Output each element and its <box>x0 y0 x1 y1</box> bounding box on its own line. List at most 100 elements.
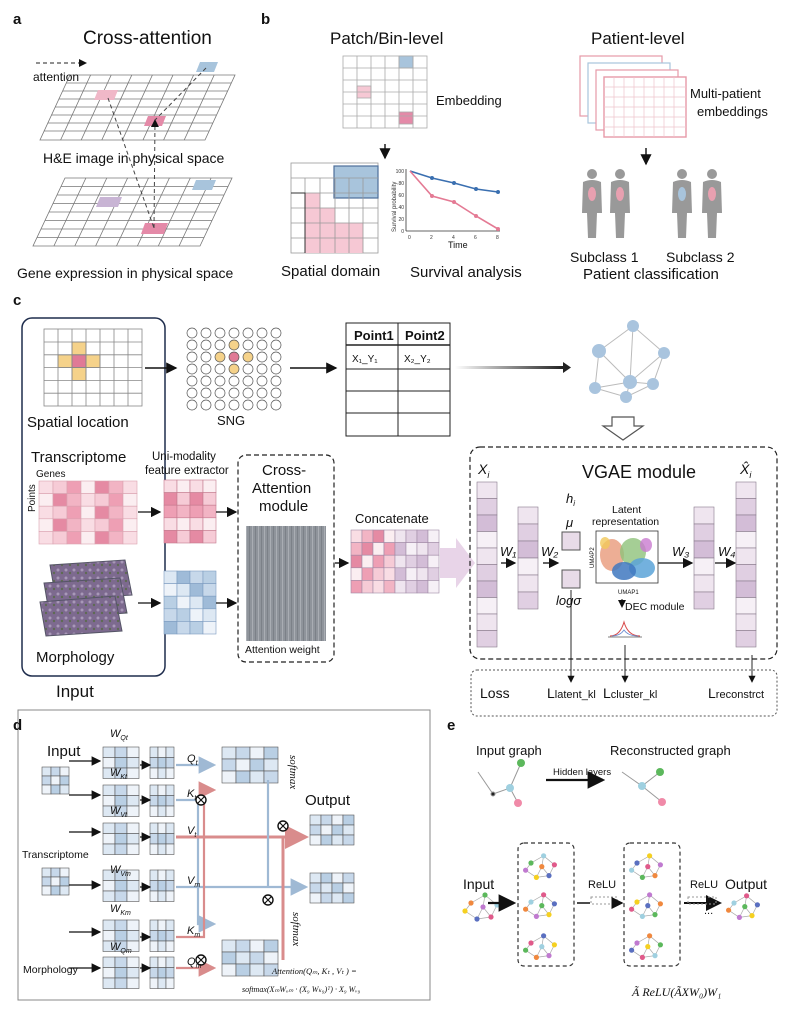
subclass-2-label: Subclass 2 <box>666 249 735 265</box>
logsigma-box <box>561 569 581 589</box>
ytick-2: 40 <box>398 205 404 211</box>
person-icon <box>702 169 722 238</box>
umap2-label: UMAP2 <box>590 547 596 568</box>
transcriptome-label: Transcriptome <box>31 449 126 466</box>
table-cell-point1: X₁_Y₁ <box>352 354 378 365</box>
survival-ylabel: Survival probability <box>392 182 398 232</box>
e-input-label: Input <box>463 876 494 892</box>
big-pink-arrow <box>440 538 475 588</box>
morphology-label: Morphology <box>36 649 115 666</box>
survival-points-red <box>430 194 500 231</box>
genes-label: Genes <box>36 469 65 480</box>
w3-label: W₃ <box>672 544 689 559</box>
logsigma-label: logσ <box>556 593 582 608</box>
loss-cluster-label: Lcluster_kl <box>603 685 657 701</box>
attention-legend-label: attention <box>33 70 79 84</box>
xtick-4: 8 <box>496 235 499 241</box>
input-graph <box>477 759 525 807</box>
qt-label: Qt <box>187 753 199 767</box>
reconstructed-graph <box>621 768 666 806</box>
panel-c-letter: c <box>13 292 21 309</box>
mu-box <box>561 531 581 551</box>
wkm-label: WKm <box>110 903 131 917</box>
survival-x-ticks: 0 2 4 6 8 <box>408 235 499 241</box>
relu-label-2: ReLU <box>690 879 718 891</box>
dec-module-label: DEC module <box>625 601 685 613</box>
point-table <box>345 322 451 437</box>
input-label: Input <box>56 682 94 701</box>
uni-modality-label-2: feature extractor <box>145 465 229 477</box>
multiply-icons <box>195 794 289 966</box>
qm-label: Qm <box>187 956 202 970</box>
vm-label: Vm <box>187 875 200 889</box>
wvt-label: WVt <box>110 805 128 819</box>
gene-expression-label: Gene expression in physical space <box>17 265 234 281</box>
panel-e <box>462 759 761 967</box>
attention-weight-label: Attention weight <box>245 644 320 656</box>
points-label: Points <box>27 484 38 512</box>
loss-reconstruct-label: Lreconstrct <box>708 685 764 701</box>
umap1-label: UMAP1 <box>618 590 639 596</box>
cross-attention-label-3: module <box>259 498 308 515</box>
dec-chart <box>608 620 642 638</box>
panel-c <box>21 317 778 717</box>
patient-level-title: Patient-level <box>591 29 685 48</box>
gnn-formula: Ã ReLU(ÃXW₀)W₁ <box>631 985 721 999</box>
input-graph-label: Input graph <box>476 743 542 758</box>
w4-label: W₄ <box>718 544 735 559</box>
patient-classification-label: Patient classification <box>583 266 719 283</box>
km-line <box>176 781 217 939</box>
transcriptome-heatmap <box>38 480 138 545</box>
cross-attention-label-2: Attention <box>252 480 311 497</box>
w1-column <box>517 506 539 610</box>
attention-link-3 <box>154 67 207 121</box>
attention-formula-2: softmax(XₘWₒₘ · (X₉ Wₖ₉)ᵀ) · X₉ Wᵥ₉ <box>242 985 361 994</box>
latent-label-2: representation <box>592 516 659 528</box>
gene-grid <box>32 177 233 247</box>
morphology-stack <box>39 559 133 637</box>
panel-a-letter: a <box>13 11 22 28</box>
spatial-domain-label: Spatial domain <box>281 263 380 280</box>
patch-bin-title: Patch/Bin-level <box>330 29 443 48</box>
uni-modality-label-1: Uni-modality <box>152 451 216 463</box>
panel-b-letter: b <box>261 11 270 28</box>
loss-label: Loss <box>480 685 510 701</box>
xtick-2: 4 <box>452 235 455 241</box>
vt-label: Vt <box>187 825 197 839</box>
subclass-1-label: Subclass 1 <box>570 249 639 265</box>
concatenate-grid <box>350 529 440 594</box>
tx-feature-grid <box>163 479 217 544</box>
person-icon <box>672 169 692 238</box>
hidden-layers-label: Hidden layers <box>553 767 611 778</box>
loss-latent-label: Llatent_kl <box>547 685 596 701</box>
multi-patient-label-2: embeddings <box>697 104 768 119</box>
ytick-0: 0 <box>401 229 404 235</box>
cross-attention-title: Cross-attention <box>83 28 212 49</box>
multi-patient-label-1: Multi-patient <box>690 86 761 101</box>
xtick-3: 6 <box>474 235 477 241</box>
panel-a <box>32 59 236 247</box>
wqm-label: WQm <box>110 941 132 955</box>
patient-figures <box>582 169 722 238</box>
d-input-label: Input <box>47 743 81 760</box>
sng-grid <box>186 327 282 411</box>
vgae-box <box>469 446 778 660</box>
survival-points-blue <box>430 176 500 194</box>
km-label: Km <box>187 925 200 939</box>
d-output-label: Output <box>305 792 351 809</box>
mu-label: μ <box>565 515 573 530</box>
w3-column <box>693 506 715 610</box>
kt-label: Kt <box>187 788 197 802</box>
ytick-4: 80 <box>398 181 404 187</box>
person-icon <box>610 169 630 238</box>
sng-label: SNG <box>217 413 245 428</box>
panel-d <box>17 709 431 1001</box>
xtick-1: 2 <box>430 235 433 241</box>
survival-y-ticks: 0 20 40 60 80 100 <box>396 169 405 235</box>
softmax-label-2: softmax <box>290 912 302 946</box>
wvm-label: WVm <box>110 864 131 878</box>
concatenate-label: Concatenate <box>355 511 429 526</box>
hidden-layer-box-1 <box>517 842 575 967</box>
survival-analysis-label: Survival analysis <box>410 264 522 281</box>
